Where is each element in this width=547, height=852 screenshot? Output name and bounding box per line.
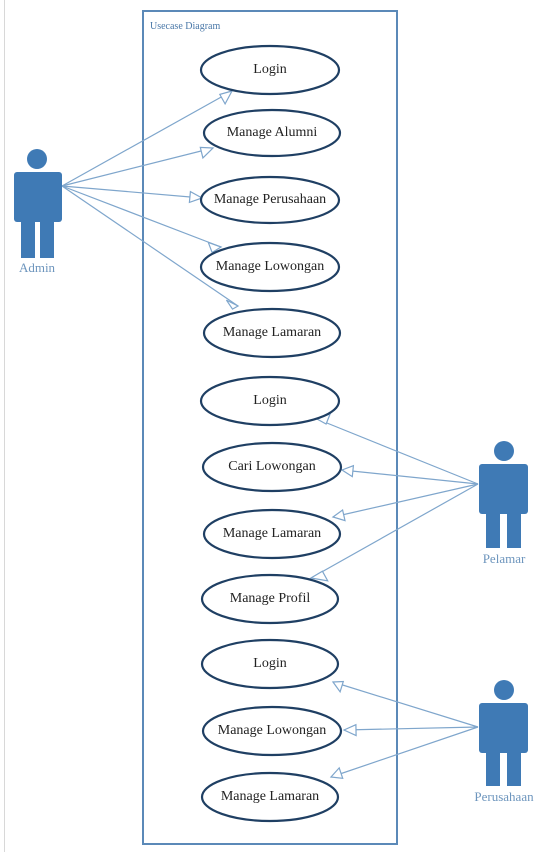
arrow-heads: [188, 90, 357, 780]
arrow-head: [331, 680, 345, 694]
usecase-label: Manage Profil: [230, 591, 311, 606]
assoc-pelamar-cari-lowongan: [341, 469, 479, 485]
assoc-perusahaan-manage-lowongan: [343, 726, 479, 731]
usecase-cari-lowongan[interactable]: Cari Lowongan: [201, 441, 343, 493]
actor-label-admin: Admin: [19, 260, 56, 275]
usecase-label: Manage Lowongan: [216, 259, 324, 274]
usecase-label: Manage Lamaran: [223, 325, 321, 340]
arrow-head: [331, 508, 346, 522]
arrow-head: [207, 241, 223, 254]
assoc-perusahaan-login: [332, 681, 479, 728]
system-boundary: [142, 10, 398, 845]
arrow-head: [342, 723, 357, 737]
usecase-pelamar-login[interactable]: Login: [199, 375, 341, 427]
usecase-label: Manage Lamaran: [221, 789, 319, 804]
actor-icon: [479, 680, 528, 786]
usecase-manage-perusahaan[interactable]: Manage Perusahaan: [199, 175, 341, 225]
actor-perusahaan[interactable]: Perusahaan: [474, 680, 534, 804]
arrow-head: [199, 146, 215, 160]
usecase-label: Manage Perusahaan: [214, 192, 326, 207]
arrow-head: [188, 190, 204, 204]
usecase-perusahaan-login[interactable]: Login: [200, 638, 340, 690]
usecase-admin-manage-lowongan[interactable]: Manage Lowongan: [199, 241, 341, 293]
actor-icon: [14, 149, 62, 258]
usecase-admin-manage-lamaran[interactable]: Manage Lamaran: [202, 307, 342, 359]
arrow-head: [329, 766, 344, 780]
usecase-perusahaan-manage-lowongan[interactable]: Manage Lowongan: [201, 705, 343, 757]
usecase-manage-alumni[interactable]: Manage Alumni: [202, 108, 342, 158]
assoc-pelamar-login: [316, 418, 479, 485]
arrow-head: [340, 464, 355, 478]
assoc-perusahaan-manage-lamaran: [330, 726, 479, 778]
assoc-admin-manage-lowongan: [61, 185, 222, 248]
actor-label-perusahaan: Perusahaan: [474, 789, 534, 804]
page-left-rule: [4, 0, 5, 852]
actor-admin[interactable]: Admin: [14, 149, 62, 275]
diagram-title: Usecase Diagram: [150, 21, 220, 32]
usecase-pelamar-manage-lamaran[interactable]: Manage Lamaran: [202, 508, 342, 560]
usecase-perusahaan-manage-lamaran[interactable]: Manage Lamaran: [200, 771, 340, 823]
actor-pelamar[interactable]: Pelamar: [479, 441, 528, 566]
assoc-admin-login: [61, 90, 233, 187]
usecase-admin-login[interactable]: Login: [199, 44, 341, 96]
assoc-admin-manage-alumni: [61, 147, 214, 187]
arrow-head: [225, 299, 240, 310]
arrow-head: [309, 570, 329, 582]
usecase-label: Manage Alumni: [227, 125, 318, 140]
usecase-label: Login: [253, 62, 286, 77]
assoc-pelamar-manage-lamaran: [332, 483, 479, 518]
usecase-manage-profil[interactable]: Manage Profil: [200, 573, 340, 625]
assoc-admin-manage-lamaran: [61, 185, 239, 307]
associations: [61, 90, 479, 778]
usecase-label: Login: [253, 393, 286, 408]
arrow-head: [218, 90, 234, 106]
usecase-label: Manage Lamaran: [223, 526, 321, 541]
usecase-label: Manage Lowongan: [218, 723, 326, 738]
actor-icon: [479, 441, 528, 548]
assoc-pelamar-manage-profil: [310, 483, 479, 579]
usecase-label: Login: [253, 656, 286, 671]
assoc-admin-manage-perusahaan: [61, 185, 203, 199]
usecase-label: Cari Lowongan: [228, 459, 315, 474]
actor-label-pelamar: Pelamar: [483, 551, 526, 566]
